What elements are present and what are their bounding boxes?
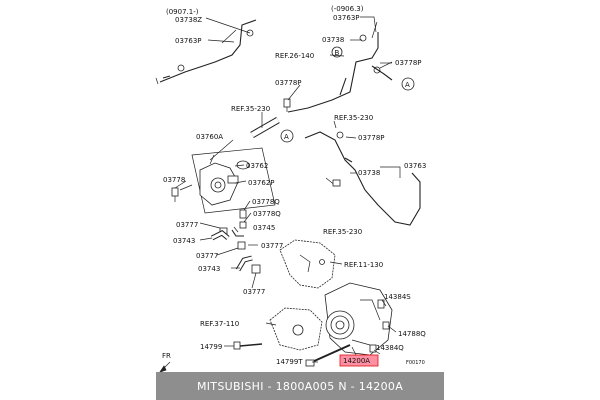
label-ref35-left: REF.35-230: [231, 105, 270, 113]
bolt-14799: [233, 341, 263, 350]
hose-group-top-left: [155, 19, 257, 85]
label-14799: 14799: [200, 343, 222, 351]
part-labels: (0907.1-) 03738Z 03763P (-0906.3) 03763P…: [162, 5, 426, 366]
label-03763: 03763: [404, 162, 426, 170]
label-03778q-2: 03778Q: [253, 210, 281, 218]
pump-assembly-box: [179, 147, 276, 214]
label-date-right: (-0906.3): [331, 5, 364, 13]
label-03778q-1: 03778Q: [252, 198, 280, 206]
label-ref26: REF.26-140: [275, 52, 314, 60]
highlight-box-14200a: [339, 354, 379, 367]
label-ref35-bottom: REF.35-230: [323, 228, 362, 236]
bolt-14799t: [305, 344, 351, 367]
label-03763p-left: 03763P: [175, 37, 202, 45]
label-14200a: 14200A: [343, 357, 370, 365]
label-03743-2: 03743: [198, 265, 220, 273]
bolt-03778-left: [171, 187, 179, 202]
label-figure-code: F00170: [406, 360, 425, 366]
label-03777-4: 03777: [243, 288, 265, 296]
label-ref11: REF.11-130: [344, 261, 383, 269]
footer-part-number: MITSUBISHI - 1800A005 N - 14200A: [156, 372, 444, 400]
bolt-03778p-mid: [283, 98, 291, 112]
label-date-left: (0907.1-): [166, 8, 199, 16]
label-03745: 03745: [253, 224, 275, 232]
label-03738-top: 03738: [322, 36, 344, 44]
alternator-assembly: [324, 282, 393, 356]
label-ref37: REF.37-110: [200, 320, 239, 328]
label-03763p-right: 03763P: [333, 14, 360, 22]
label-03777-2: 03777: [261, 242, 283, 250]
label-03743-1: 03743: [173, 237, 195, 245]
label-03760a: 03760A: [196, 133, 223, 141]
label-03778p-right2: 03778P: [358, 134, 385, 142]
fittings-cluster: [210, 209, 261, 274]
label-ref35-right: REF.35-230: [334, 114, 373, 122]
label-14384q: 14384Q: [376, 344, 404, 352]
callout-a-label-2: A: [284, 133, 289, 141]
label-03778p-right: 03778P: [395, 59, 422, 67]
leader-lines: [174, 16, 401, 363]
hose-group-mid-right: [304, 131, 421, 226]
callout-a-left: A: [280, 129, 294, 143]
callout-b: B: [331, 46, 343, 58]
label-03738-mid: 03738: [358, 169, 380, 177]
label-03777-3: 03777: [196, 252, 218, 260]
label-03778: 03778: [163, 176, 185, 184]
bracket-ref37: [269, 307, 323, 351]
label-03762: 03762: [246, 162, 268, 170]
callout-a-label: A: [405, 81, 410, 89]
label-03762p: 03762P: [248, 179, 275, 187]
label-03738z: 03738Z: [175, 16, 202, 24]
callout-b-label: B: [335, 49, 340, 57]
label-14788q: 14788Q: [398, 330, 426, 338]
label-03778p-mid: 03778P: [275, 79, 302, 87]
hose-ref35-left: [250, 116, 280, 139]
callout-a-right: A: [401, 77, 415, 91]
label-03777-1: 03777: [176, 221, 198, 229]
hose-group-top-right: [287, 21, 393, 113]
engine-housing-ref11: [279, 239, 336, 289]
label-14384s: 14384S: [384, 293, 411, 301]
label-14799t: 14799T: [276, 358, 303, 366]
front-arrow-icon: [159, 361, 171, 373]
label-fr: FR: [162, 352, 171, 360]
